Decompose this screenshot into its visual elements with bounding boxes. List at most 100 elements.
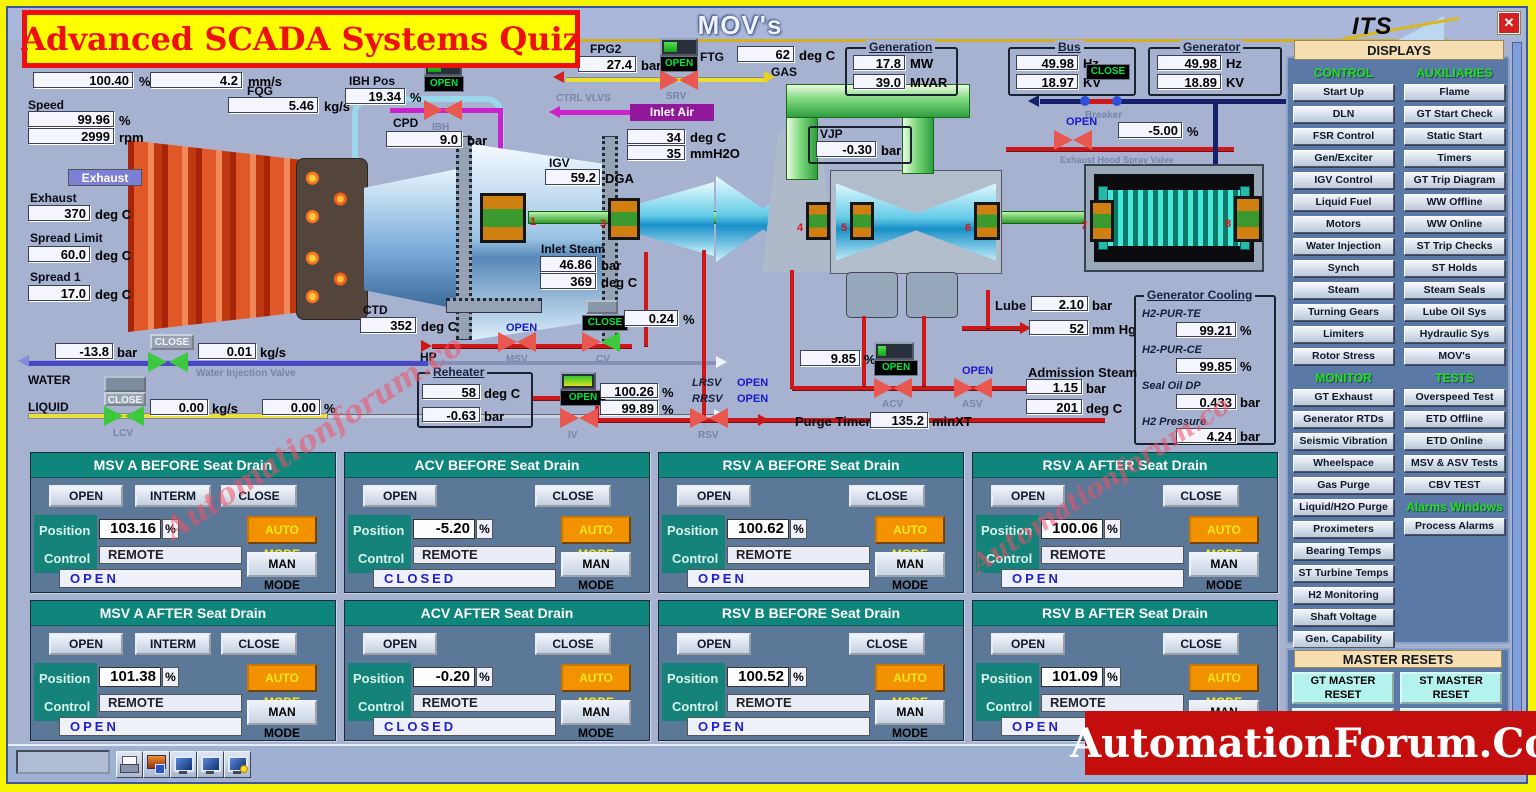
water-injection-valve[interactable]: [148, 352, 188, 372]
sidebar-button[interactable]: ETD Offline: [1404, 411, 1505, 428]
inlet-air-tag[interactable]: Inlet Air: [630, 104, 714, 121]
man-mode-button[interactable]: MAN MODE: [875, 700, 945, 740]
monitor-new-icon[interactable]: [224, 751, 251, 778]
master-reset-button[interactable]: ST MASTER RESET: [1400, 672, 1502, 704]
sidebar-button[interactable]: GT Trip Diagram: [1404, 172, 1505, 189]
sidebar-button[interactable]: Water Injection: [1293, 238, 1394, 255]
monitor-add-icon[interactable]: [170, 751, 197, 778]
sidebar-button[interactable]: Start Up: [1293, 84, 1394, 101]
close-button[interactable]: CLOSE: [221, 485, 297, 507]
lcv-valve[interactable]: [104, 406, 144, 426]
open-button[interactable]: OPEN: [49, 485, 123, 507]
sidebar-button[interactable]: Limiters: [1293, 326, 1394, 343]
scrollbar[interactable]: [1512, 42, 1522, 742]
auto-mode-button[interactable]: AUTO MODE: [247, 516, 317, 561]
man-mode-button[interactable]: MAN MODE: [247, 700, 317, 740]
close-button[interactable]: CLOSE: [221, 633, 297, 655]
sidebar-button[interactable]: Flame: [1404, 84, 1505, 101]
sidebar-button[interactable]: Motors: [1293, 216, 1394, 233]
close-button[interactable]: CLOSE: [535, 485, 611, 507]
acv-state-led[interactable]: OPEN: [874, 360, 918, 376]
ehsv-valve[interactable]: [1054, 130, 1092, 150]
man-mode-button[interactable]: MAN MODE: [247, 552, 317, 592]
sidebar-button[interactable]: Steam: [1293, 282, 1394, 299]
auto-mode-button[interactable]: AUTO MODE: [875, 516, 945, 561]
sidebar-button[interactable]: Proximeters: [1293, 521, 1394, 538]
sidebar-button[interactable]: Bearing Temps: [1293, 543, 1394, 560]
interm-button[interactable]: INTERM: [135, 485, 211, 507]
close-button[interactable]: CLOSE: [849, 485, 925, 507]
rsv-valve[interactable]: [690, 408, 728, 428]
sidebar-button[interactable]: Gas Purge: [1293, 477, 1394, 494]
sidebar-button[interactable]: Liquid Fuel: [1293, 194, 1394, 211]
printer-icon[interactable]: [116, 751, 143, 778]
sidebar-button[interactable]: ST Holds: [1404, 260, 1505, 277]
close-icon[interactable]: ✕: [1498, 12, 1520, 34]
sidebar-button[interactable]: Process Alarms: [1404, 518, 1505, 535]
sidebar-button[interactable]: WW Offline: [1404, 194, 1505, 211]
auto-mode-button[interactable]: AUTO MODE: [561, 664, 631, 709]
monitor-copy-icon[interactable]: [197, 751, 224, 778]
close-button[interactable]: CLOSE: [535, 633, 611, 655]
open-button[interactable]: OPEN: [677, 633, 751, 655]
sidebar-button[interactable]: IGV Control: [1293, 172, 1394, 189]
iv-state-led[interactable]: OPEN: [560, 390, 606, 406]
sidebar-button[interactable]: ST Turbine Temps: [1293, 565, 1394, 582]
msv-valve[interactable]: [498, 332, 536, 352]
sidebar-button[interactable]: Gen/Exciter: [1293, 150, 1394, 167]
taskbar-input[interactable]: [16, 750, 110, 774]
ibh-state-led[interactable]: OPEN: [424, 76, 464, 92]
sidebar-button[interactable]: FSR Control: [1293, 128, 1394, 145]
auto-mode-button[interactable]: AUTO MODE: [1189, 516, 1259, 561]
exhaust-tag[interactable]: Exhaust: [68, 169, 142, 186]
wiv-state-led[interactable]: CLOSE: [150, 334, 194, 350]
sidebar-button[interactable]: Rotor Stress: [1293, 348, 1394, 365]
man-mode-button[interactable]: MAN MODE: [1189, 552, 1259, 592]
man-mode-button[interactable]: MAN MODE: [875, 552, 945, 592]
sidebar-button[interactable]: Timers: [1404, 150, 1505, 167]
iv-valve[interactable]: [560, 408, 598, 428]
man-mode-button[interactable]: MAN MODE: [561, 700, 631, 740]
open-button[interactable]: OPEN: [363, 633, 437, 655]
sidebar-button[interactable]: GT Start Check: [1404, 106, 1505, 123]
cv-state-led[interactable]: CLOSE: [582, 315, 628, 331]
master-reset-button[interactable]: GT MASTER RESET: [1292, 672, 1394, 704]
sidebar-button[interactable]: DLN: [1293, 106, 1394, 123]
sidebar-button[interactable]: ETD Online: [1404, 433, 1505, 450]
close-button[interactable]: CLOSE: [849, 633, 925, 655]
sidebar-button[interactable]: Lube Oil Sys: [1404, 304, 1505, 321]
screen-capture-icon[interactable]: [143, 751, 170, 778]
man-mode-button[interactable]: MAN MODE: [561, 552, 631, 592]
sidebar-button[interactable]: Shaft Voltage: [1293, 609, 1394, 626]
sidebar-button[interactable]: Overspeed Test: [1404, 389, 1505, 406]
sidebar-button[interactable]: Seismic Vibration: [1293, 433, 1394, 450]
open-button[interactable]: OPEN: [49, 633, 123, 655]
asv-valve[interactable]: [954, 378, 992, 398]
sidebar-button[interactable]: H2 Monitoring: [1293, 587, 1394, 604]
breaker-state-led[interactable]: CLOSE: [1086, 64, 1130, 80]
sidebar-button[interactable]: CBV TEST: [1404, 477, 1505, 494]
open-button[interactable]: OPEN: [991, 633, 1065, 655]
open-button[interactable]: OPEN: [677, 485, 751, 507]
sidebar-button[interactable]: Gen. Capability: [1293, 631, 1394, 648]
auto-mode-button[interactable]: AUTO MODE: [247, 664, 317, 709]
acv-valve[interactable]: [874, 378, 912, 398]
auto-mode-button[interactable]: AUTO MODE: [1189, 664, 1259, 709]
interm-button[interactable]: INTERM: [135, 633, 211, 655]
cv-valve[interactable]: [582, 332, 620, 352]
auto-mode-button[interactable]: AUTO MODE: [561, 516, 631, 561]
sidebar-button[interactable]: Steam Seals: [1404, 282, 1505, 299]
open-button[interactable]: OPEN: [991, 485, 1065, 507]
auto-mode-button[interactable]: AUTO MODE: [875, 664, 945, 709]
sidebar-button[interactable]: Wheelspace: [1293, 455, 1394, 472]
open-button[interactable]: OPEN: [363, 485, 437, 507]
srv-valve[interactable]: [660, 70, 698, 90]
sidebar-button[interactable]: Generator RTDs: [1293, 411, 1394, 428]
sidebar-button[interactable]: Hydraulic Sys: [1404, 326, 1505, 343]
sidebar-button[interactable]: ST Trip Checks: [1404, 238, 1505, 255]
sidebar-button[interactable]: Liquid/H2O Purge: [1293, 499, 1394, 516]
close-button[interactable]: CLOSE: [1163, 485, 1239, 507]
lcv-state-led[interactable]: CLOSE: [104, 392, 146, 406]
sidebar-button[interactable]: MSV & ASV Tests: [1404, 455, 1505, 472]
close-button[interactable]: CLOSE: [1163, 633, 1239, 655]
